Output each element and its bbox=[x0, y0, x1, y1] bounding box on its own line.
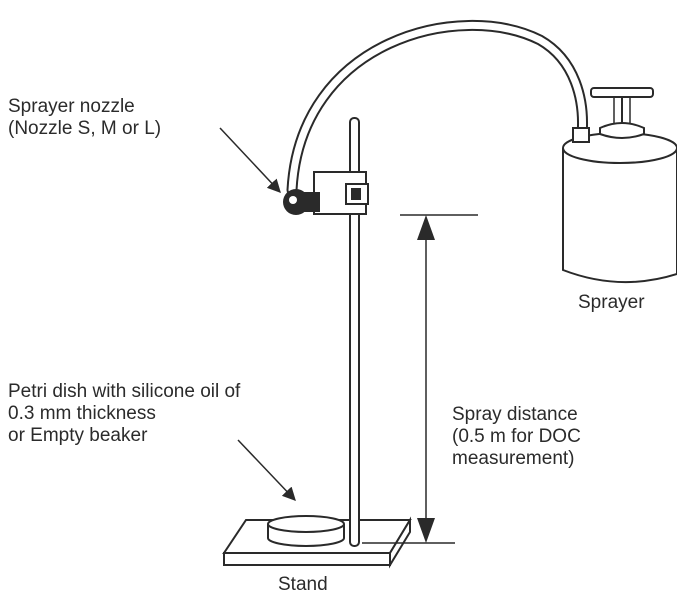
spray-distance-label-line-3: measurement) bbox=[452, 448, 575, 469]
sprayer-body bbox=[562, 87, 677, 284]
hose bbox=[286, 19, 588, 196]
sprayer-nozzle-label: Sprayer nozzle (Nozzle S, M or L) bbox=[8, 96, 161, 140]
sprayer-label: Sprayer bbox=[578, 292, 645, 313]
petri-dish-label-line-3: or Empty beaker bbox=[8, 425, 148, 446]
spray-distance-label: Spray distance (0.5 m for DOC measuremen… bbox=[452, 404, 581, 470]
nozzle-clamp bbox=[313, 171, 369, 215]
stand-rod bbox=[349, 117, 360, 547]
petri-dish bbox=[267, 515, 345, 547]
sprayer-nozzle bbox=[283, 189, 320, 215]
stand-label: Stand bbox=[278, 574, 328, 595]
sprayer-nozzle-label-line-1: Sprayer nozzle bbox=[8, 96, 135, 117]
petri-pointer-arrow bbox=[237, 439, 296, 501]
sprayer-nozzle-label-line-2: (Nozzle S, M or L) bbox=[8, 118, 162, 139]
petri-dish-label: Petri dish with silicone oil of 0.3 mm t… bbox=[8, 381, 240, 447]
spray-distance-dimension bbox=[362, 214, 478, 544]
spray-distance-label-line-2: (0.5 m for DOC bbox=[452, 426, 581, 447]
spray-distance-label-line-1: Spray distance bbox=[452, 404, 578, 425]
nozzle-pointer-arrow bbox=[219, 127, 281, 193]
petri-dish-label-line-2: 0.3 mm thickness bbox=[8, 403, 156, 424]
petri-dish-label-line-1: Petri dish with silicone oil of bbox=[8, 381, 241, 402]
